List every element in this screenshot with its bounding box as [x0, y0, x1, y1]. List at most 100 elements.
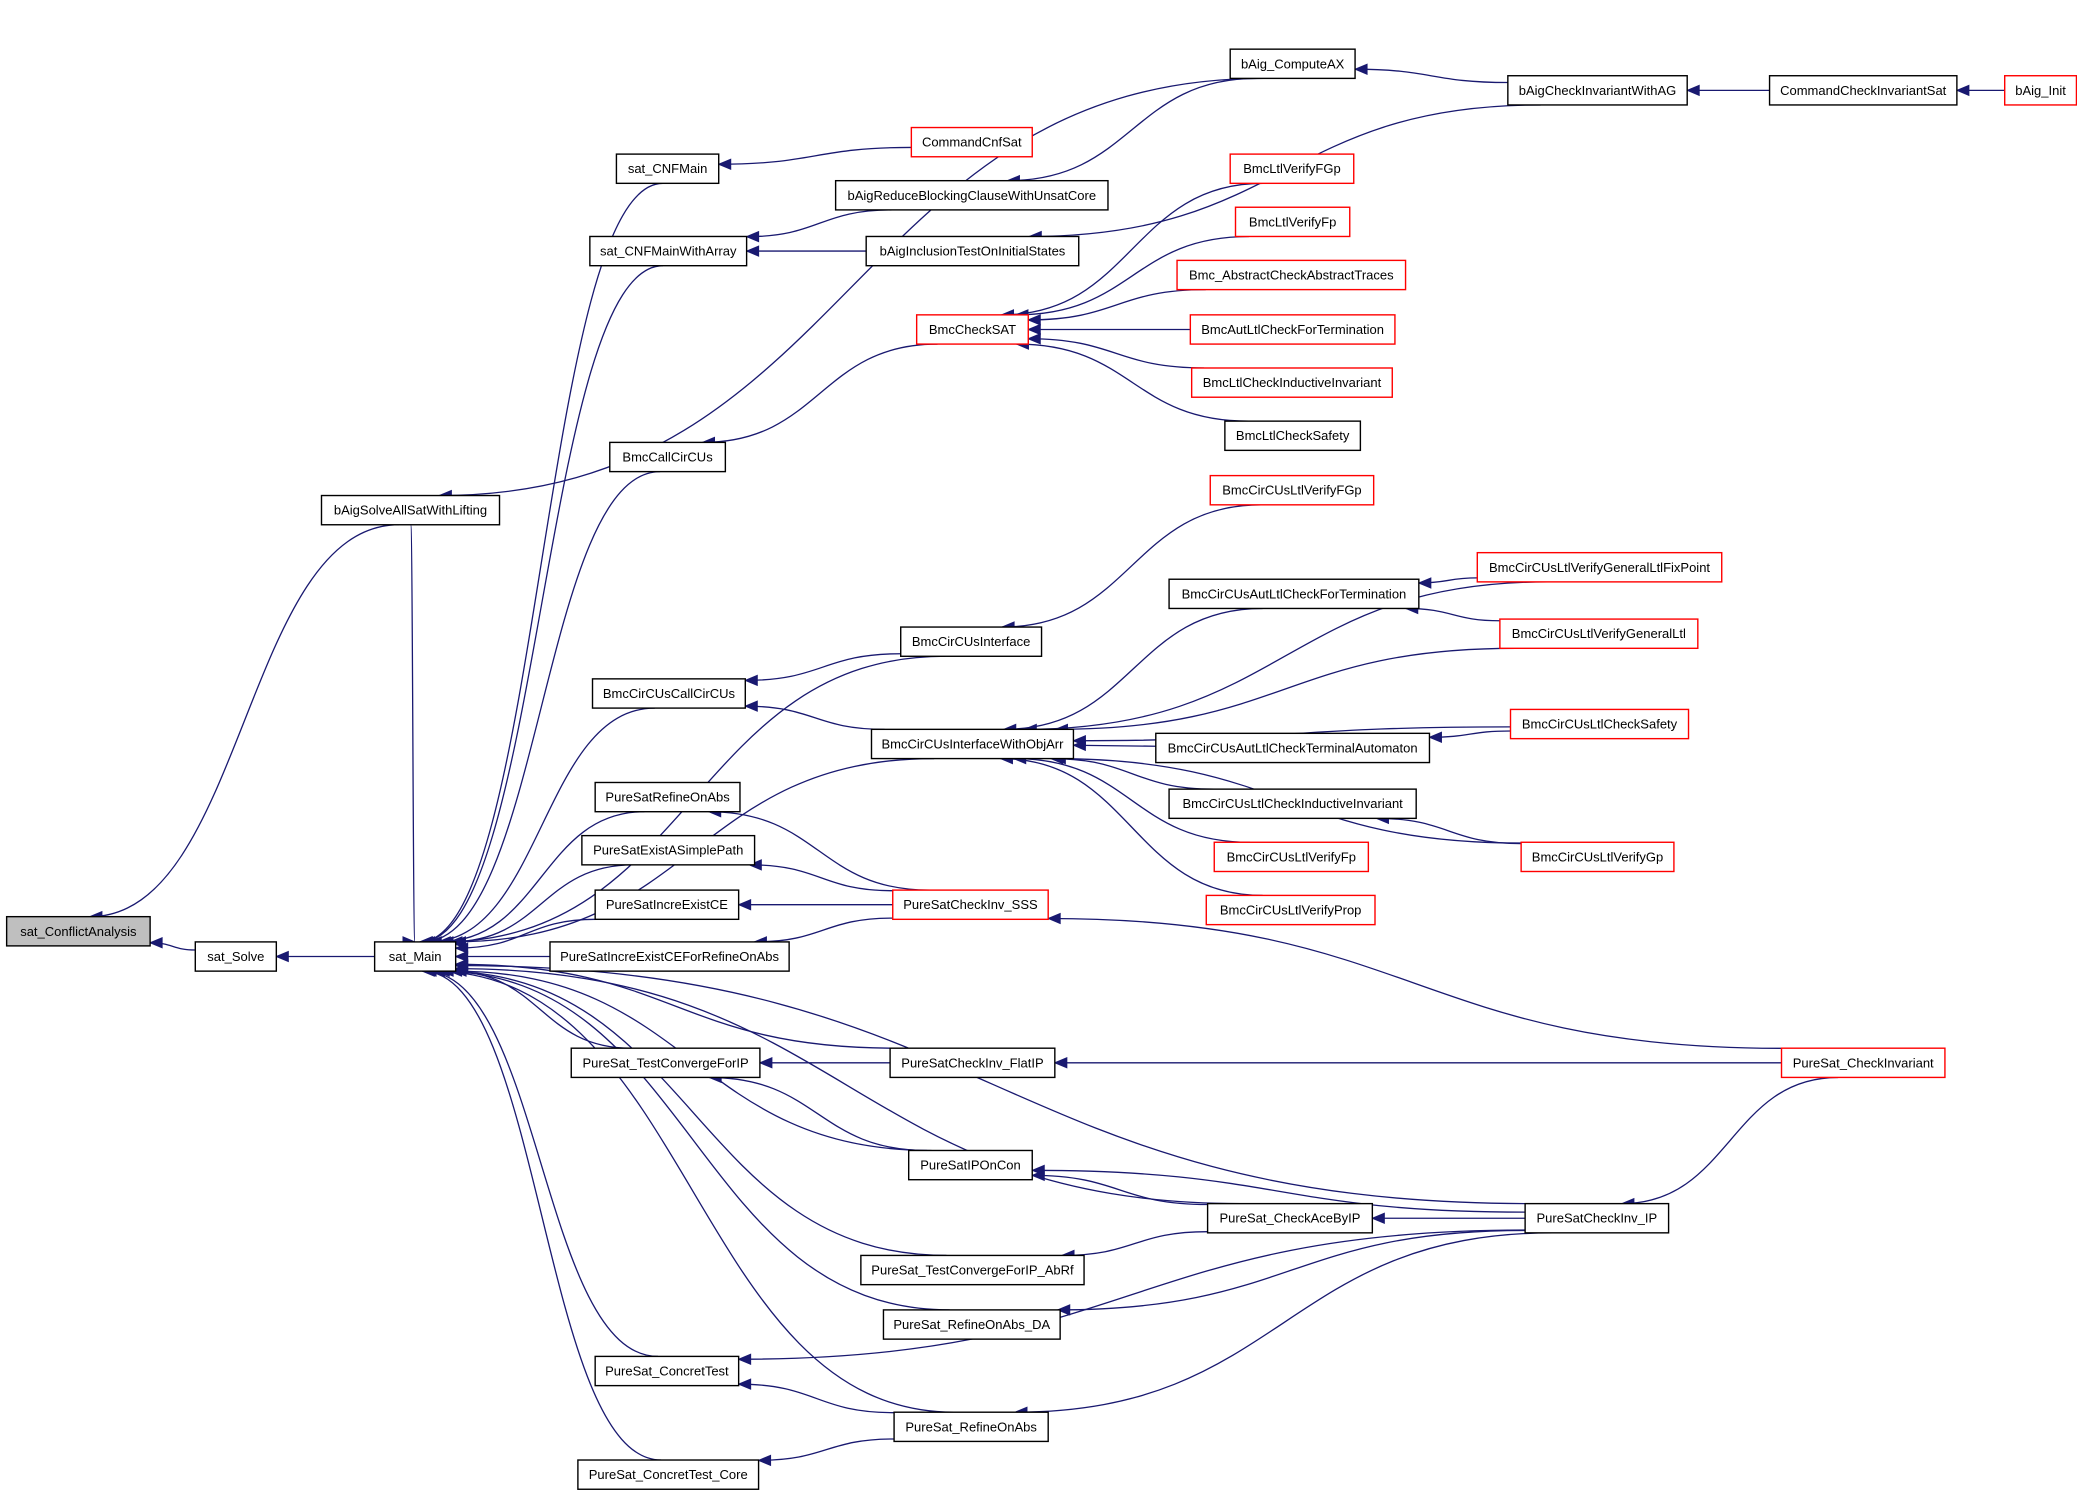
node-Bmc_AbstractCheckAbstractTraces[interactable]: Bmc_AbstractCheckAbstractTraces — [1176, 259, 1407, 291]
node-box — [594, 1355, 740, 1387]
node-BmcCirCUsInterface[interactable]: BmcCirCUsInterface — [900, 626, 1043, 657]
node-PureSatIncreExistCEForRefineOnAbs[interactable]: PureSatIncreExistCEForRefineOnAbs — [549, 941, 790, 972]
node-PureSat_CheckAceByIP[interactable]: PureSat_CheckAceByIP — [1206, 1202, 1374, 1234]
node-BmcAutLtlCheckForTermination[interactable]: BmcAutLtlCheckForTermination — [1189, 314, 1396, 345]
edge-PureSat_ConcretTest_Core-to-sat_Main — [422, 970, 662, 1461]
node-BmcCallCirCUs[interactable]: BmcCallCirCUs — [609, 441, 727, 473]
node-sat_CNFMain[interactable]: sat_CNFMain — [615, 153, 720, 185]
node-box — [1206, 1202, 1374, 1234]
node-label: PureSatRefineOnAbs — [605, 790, 730, 805]
node-box — [194, 941, 278, 972]
arrowhead-BmcCirCUsInterfaceWithObjArr — [1072, 739, 1086, 752]
node-PureSatExistASimplePath[interactable]: PureSatExistASimplePath — [581, 834, 756, 866]
node-BmcCirCUsLtlCheckInductiveInvariant[interactable]: BmcCirCUsLtlCheckInductiveInvariant — [1168, 788, 1417, 820]
node-box — [1476, 551, 1723, 583]
node-label: BmcCirCUsAutLtlCheckTerminalAutomaton — [1168, 740, 1418, 755]
node-sat_CNFMainWithArray[interactable]: sat_CNFMainWithArray — [589, 235, 748, 267]
node-sat_Solve[interactable]: sat_Solve — [194, 941, 278, 972]
node-box — [892, 889, 1049, 921]
node-PureSatCheckInv_SSS[interactable]: PureSatCheckInv_SSS — [892, 889, 1049, 921]
arrowhead-sat_ConflictAnalysis — [148, 937, 163, 949]
node-bAig_ComputeAX[interactable]: bAig_ComputeAX — [1229, 48, 1356, 80]
edge-BmcCirCUsInterfaceWithObjArr-to-BmcCirCUsCallCirCUs — [745, 705, 885, 730]
node-BmcCirCUsLtlVerifyGeneralLtlFixPoint[interactable]: BmcCirCUsLtlVerifyGeneralLtlFixPoint — [1476, 551, 1723, 583]
node-BmcCheckSAT[interactable]: BmcCheckSAT — [915, 314, 1029, 345]
edge-bAig_ComputeAX-to-bAigSolveAllSatWithLifting — [439, 77, 1264, 497]
arrowhead-PureSatCheckInv_SSS — [1046, 912, 1061, 925]
node-label: PureSat_CheckAceByIP — [1220, 1211, 1361, 1226]
node-sat_Main[interactable]: sat_Main — [373, 941, 457, 972]
node-bAig_Init[interactable]: bAig_Init — [2004, 75, 2077, 106]
arrowhead-PureSat_ConcretTest — [737, 1378, 752, 1390]
edge-BmcCirCUsLtlVerifyGeneralLtl-to-BmcCirCUsAutLtlCheckForTermination — [1405, 607, 1500, 622]
node-label: sat_Solve — [207, 949, 264, 964]
edge-PureSatCheckInv_SSS-to-PureSatExistASimplePath — [749, 864, 893, 892]
arrowhead-BmcCheckSAT — [1026, 323, 1041, 336]
node-BmcCirCUsLtlVerifyGeneralLtl[interactable]: BmcCirCUsLtlVerifyGeneralLtl — [1499, 618, 1699, 650]
node-PureSatIPOnCon[interactable]: PureSatIPOnCon — [907, 1149, 1033, 1181]
node-BmcCirCUsAutLtlCheckTerminalAutomaton[interactable]: BmcCirCUsAutLtlCheckTerminalAutomaton — [1155, 732, 1431, 764]
edge-BmcCirCUsAutLtlCheckForTermination-to-BmcCirCUsInterfaceWithObjArr — [1003, 607, 1263, 730]
node-PureSatCheckInv_IP[interactable]: PureSatCheckInv_IP — [1524, 1202, 1670, 1234]
node-label: BmcCirCUsLtlVerifyFGp — [1222, 483, 1361, 498]
node-box — [865, 235, 1080, 267]
node-bAigReduceBlockingClauseWithUnsatCore[interactable]: bAigReduceBlockingClauseWithUnsatCore — [834, 179, 1109, 211]
node-BmcCirCUsLtlVerifyGp[interactable]: BmcCirCUsLtlVerifyGp — [1520, 841, 1675, 873]
node-BmcLtlCheckInductiveInvariant[interactable]: BmcLtlCheckInductiveInvariant — [1190, 367, 1393, 398]
edge-PureSatIPOnCon-to-PureSat_TestConvergeForIP — [709, 1076, 927, 1152]
node-BmcLtlCheckSafety[interactable]: BmcLtlCheckSafety — [1224, 420, 1362, 452]
node-box — [549, 941, 790, 972]
node-box — [2004, 75, 2077, 106]
edge-PureSatCheckInv_IP-to-PureSat_RefineOnAbs_DA — [1057, 1229, 1526, 1311]
node-box — [1229, 153, 1355, 185]
edge-PureSat_RefineOnAbs-to-PureSat_ConcretTest_Core — [758, 1438, 895, 1462]
arrowhead-PureSatCheckInv_FlatIP — [1053, 1057, 1068, 1069]
edge-PureSat_CheckInvariant-to-PureSatCheckInv_SSS — [1048, 917, 1782, 1049]
node-PureSatIncreExistCE[interactable]: PureSatIncreExistCE — [594, 889, 740, 921]
node-CommandCheckInvariantSat[interactable]: CommandCheckInvariantSat — [1768, 75, 1958, 106]
node-bAigCheckInvariantWithAG[interactable]: bAigCheckInvariantWithAG — [1507, 75, 1688, 106]
edge-BmcLtlVerifyFGp-to-BmcCheckSAT — [1001, 182, 1263, 316]
edge-BmcCirCUsLtlVerifyFp-to-BmcCirCUsInterfaceWithObjArr — [1013, 757, 1251, 843]
edge-BmcLtlCheckSafety-to-BmcCheckSAT — [1016, 343, 1249, 422]
edge-PureSatCheckInv_IP-to-PureSat_RefineOnAbs — [1014, 1232, 1554, 1413]
node-PureSat_ConcretTest_Core[interactable]: PureSat_ConcretTest_Core — [577, 1459, 760, 1490]
node-PureSatRefineOnAbs[interactable]: PureSatRefineOnAbs — [594, 781, 741, 813]
arrowhead-BmcCirCUsAutLtlCheckTerminalAutomaton — [1428, 731, 1442, 744]
node-PureSat_RefineOnAbs[interactable]: PureSat_RefineOnAbs — [893, 1411, 1049, 1443]
node-BmcCirCUsLtlVerifyFGp[interactable]: BmcCirCUsLtlVerifyFGp — [1209, 474, 1375, 506]
arrowhead-BmcCirCUsCallCirCUs — [743, 700, 758, 712]
node-box — [5, 915, 151, 947]
edge-PureSatRefineOnAbs-to-sat_Main — [438, 811, 645, 943]
node-box — [1780, 1047, 1946, 1079]
node-PureSat_CheckInvariant[interactable]: PureSat_CheckInvariant — [1780, 1047, 1946, 1079]
node-BmcCirCUsLtlVerifyProp[interactable]: BmcCirCUsLtlVerifyProp — [1205, 894, 1376, 926]
node-PureSat_ConcretTest[interactable]: PureSat_ConcretTest — [594, 1355, 740, 1387]
node-BmcLtlVerifyFGp[interactable]: BmcLtlVerifyFGp — [1229, 153, 1355, 185]
node-CommandCnfSat[interactable]: CommandCnfSat — [910, 126, 1033, 158]
node-bAigSolveAllSatWithLifting[interactable]: bAigSolveAllSatWithLifting — [320, 494, 501, 526]
node-bAigInclusionTestOnInitialStates[interactable]: bAigInclusionTestOnInitialStates — [865, 235, 1080, 267]
node-box — [1176, 259, 1407, 291]
arrowhead-sat_CNFMain — [717, 158, 732, 171]
node-BmcCirCUsLtlCheckSafety[interactable]: BmcCirCUsLtlCheckSafety — [1509, 708, 1690, 740]
edge-BmcCirCUsAutLtlCheckTerminalAutomaton-to-BmcCirCUsInterfaceWithObjArr — [1073, 744, 1156, 747]
node-label: BmcCirCUsLtlVerifyProp — [1220, 903, 1362, 918]
node-BmcCirCUsLtlVerifyFp[interactable]: BmcCirCUsLtlVerifyFp — [1213, 841, 1370, 873]
node-PureSatCheckInv_FlatIP[interactable]: PureSatCheckInv_FlatIP — [889, 1047, 1056, 1079]
node-sat_ConflictAnalysis[interactable]: sat_ConflictAnalysis — [5, 915, 151, 947]
arrowhead-PureSat_ConcretTest — [737, 1353, 752, 1365]
node-BmcCirCUsAutLtlCheckForTermination[interactable]: BmcCirCUsAutLtlCheckForTermination — [1168, 578, 1420, 610]
node-BmcCirCUsInterfaceWithObjArr[interactable]: BmcCirCUsInterfaceWithObjArr — [870, 728, 1075, 760]
node-PureSat_TestConvergeForIP[interactable]: PureSat_TestConvergeForIP — [570, 1047, 761, 1079]
node-PureSat_RefineOnAbs_DA[interactable]: PureSat_RefineOnAbs_DA — [882, 1309, 1061, 1340]
node-label: BmcCallCirCUs — [622, 450, 713, 465]
node-label: sat_CNFMainWithArray — [600, 244, 737, 259]
arrowhead-sat_CNFMainWithArray — [745, 230, 760, 243]
node-label: PureSat_ConcretTest — [605, 1364, 729, 1379]
node-BmcLtlVerifyFp[interactable]: BmcLtlVerifyFp — [1234, 206, 1351, 238]
node-label: BmcCirCUsLtlVerifyGeneralLtl — [1512, 626, 1686, 641]
node-BmcCirCUsCallCirCUs[interactable]: BmcCirCUsCallCirCUs — [591, 678, 746, 709]
edge-BmcLtlCheckInductiveInvariant-to-BmcCheckSAT — [1028, 338, 1205, 369]
node-PureSat_TestConvergeForIP_AbRf[interactable]: PureSat_TestConvergeForIP_AbRf — [860, 1254, 1085, 1286]
